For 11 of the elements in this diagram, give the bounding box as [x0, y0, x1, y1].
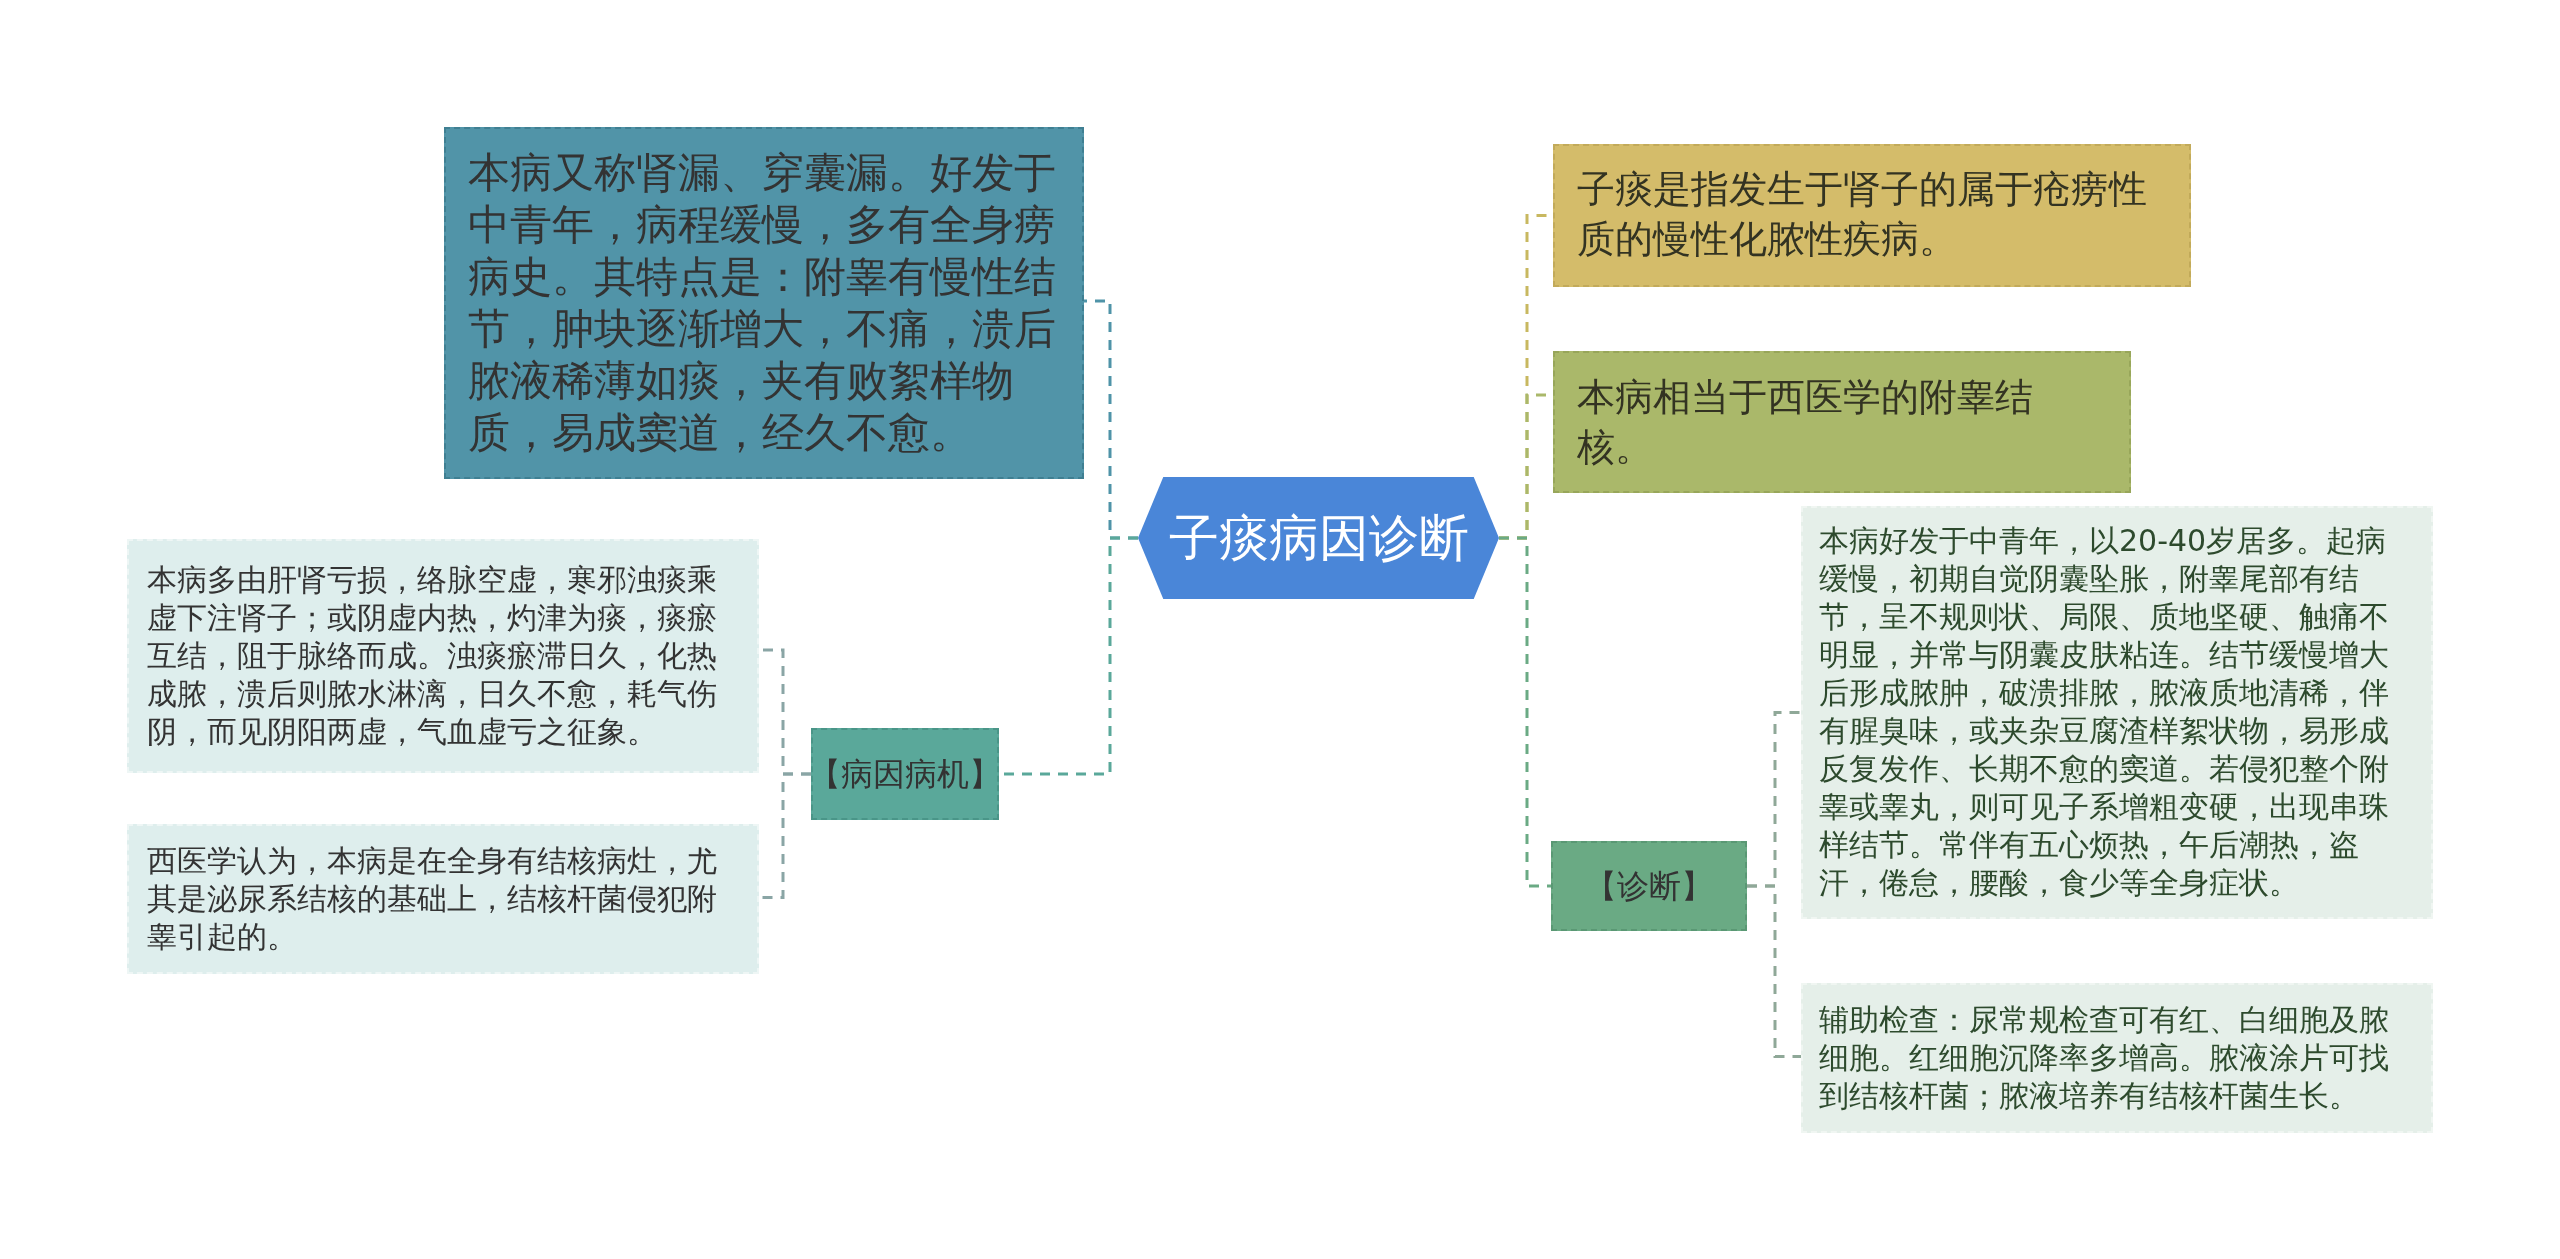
note-card: 本病又称肾漏、穿囊漏。好发于中青年，病程缓慢，多有全身痨病史。其特点是：附睾有慢性结节，肿块逐渐增大，不痛，溃后脓液稀薄如痰，夹有败絮样物质，易成窦道，经久不愈。: [444, 127, 1084, 479]
note-card: 子痰是指发生于肾子的属于疮痨性质的慢性化脓性疾病。: [1553, 144, 2191, 287]
connector: [1747, 884, 1801, 1058]
topic-box: 【病因病机】: [811, 728, 999, 820]
note-card: 本病多由肝肾亏损，络脉空虚，寒邪浊痰乘虚下注肾子；或阴虚内热，灼津为痰，痰瘀互结，阻于脉络而成。浊痰瘀滞日久，化热成脓，溃后则脓水淋漓，日久不愈，耗气伤阴，而见阴阳两虚，气血虚亏之征象。: [127, 539, 759, 773]
note-card: 西医学认为，本病是在全身有结核病灶，尤其是泌尿系结核的基础上，结核杆菌侵犯附睾引起的。: [127, 824, 759, 974]
note-card: 辅助检查：尿常规检查可有红、白细胞及脓细胞。红细胞沉降率多增高。脓液涂片可找到结核杆菌；脓液培养有结核杆菌生长。: [1801, 983, 2433, 1133]
note-card: 本病相当于西医学的附睾结核。: [1553, 351, 2131, 493]
connector: [1499, 536, 1551, 888]
topic-box: 【诊断】: [1551, 841, 1747, 931]
note-card: 本病好发于中青年，以20-40岁居多。起病缓慢，初期自觉阴囊坠胀，附睾尾部有结节，呈不规则状、局限、质地坚硬、触痛不明显，并常与阴囊皮肤粘连。结节缓慢增大后形成脓肿，破溃排脓，脓液质地清稀，伴有腥臭味，或夹杂豆腐渣样絮状物，易形成反复发作、长期不愈的窦道。若侵犯整个附睾或睾丸，则可见子系增粗变硬，出现串珠样结节。常伴有五心烦热，午后潮热，盗汗，倦怠，腰酸，食少等全身症状。: [1801, 506, 2433, 919]
